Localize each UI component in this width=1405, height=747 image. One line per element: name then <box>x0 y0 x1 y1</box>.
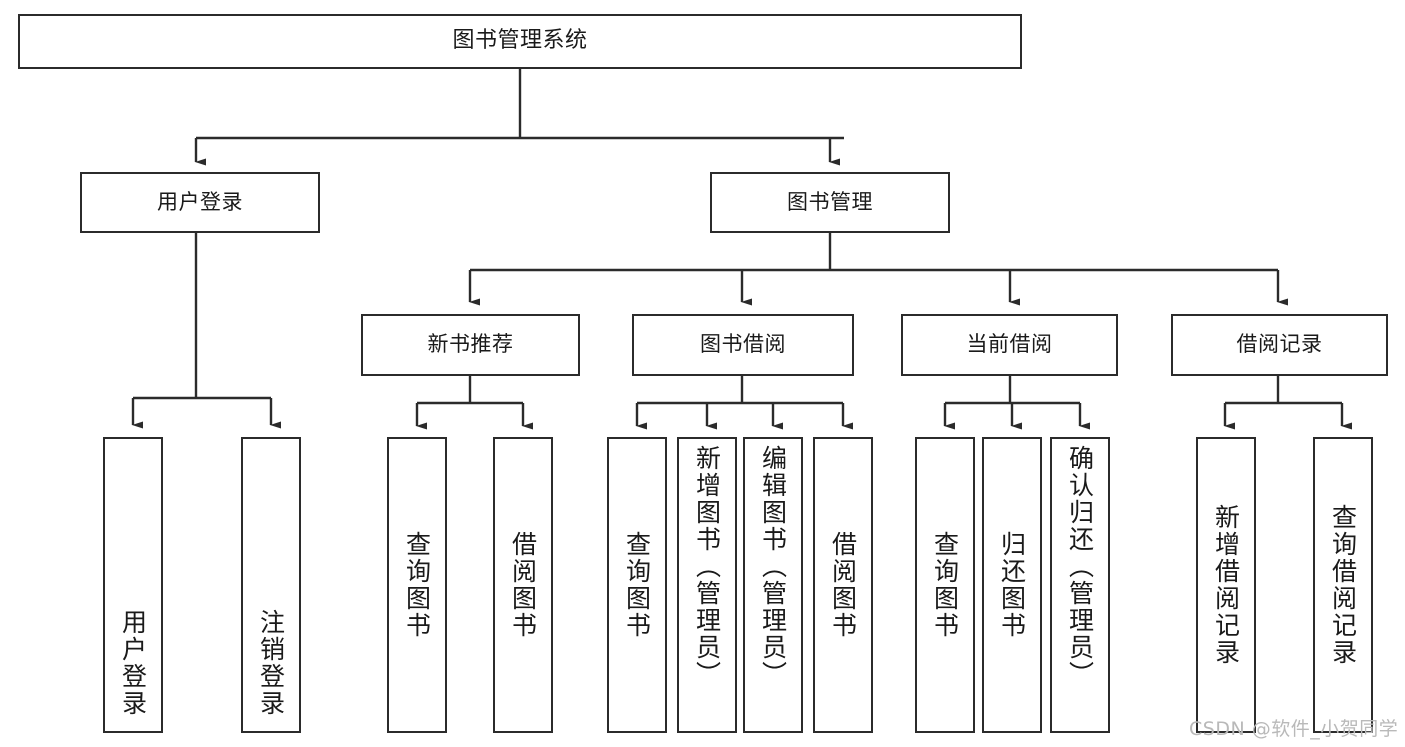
node-label: 注销登录 <box>256 609 286 717</box>
node-user-login[interactable]: 用户登录 <box>80 172 320 233</box>
leaf-logout-login[interactable]: 注销登录 <box>241 437 301 733</box>
node-label: 图书管理 <box>787 189 873 214</box>
node-label: 查询借阅记录 <box>1328 504 1358 666</box>
node-label: 归还图书 <box>997 531 1027 639</box>
leaf-user-login[interactable]: 用户登录 <box>103 437 163 733</box>
node-label: 当前借阅 <box>966 332 1053 357</box>
node-label: 新增图书（管理员） <box>692 445 722 688</box>
leaf-return-book[interactable]: 归还图书 <box>982 437 1042 733</box>
node-label: 新书推荐 <box>427 332 514 357</box>
node-label: 编辑图书（管理员） <box>758 445 788 688</box>
leaf-edit-book[interactable]: 编辑图书（管理员） <box>743 437 803 733</box>
node-label: 图书管理系统 <box>452 28 588 54</box>
node-label: 查询图书 <box>622 531 652 639</box>
node-label: 查询图书 <box>930 531 960 639</box>
node-label: 图书借阅 <box>700 332 786 357</box>
leaf-add-book[interactable]: 新增图书（管理员） <box>677 437 737 733</box>
leaf-borrow-book-1[interactable]: 借阅图书 <box>493 437 553 733</box>
node-label: 新增借阅记录 <box>1211 504 1241 666</box>
leaf-add-record[interactable]: 新增借阅记录 <box>1196 437 1256 733</box>
leaf-query-book-1[interactable]: 查询图书 <box>387 437 447 733</box>
node-label: 查询图书 <box>402 531 432 639</box>
leaf-query-book-3[interactable]: 查询图书 <box>915 437 975 733</box>
node-label: 借阅图书 <box>508 531 538 639</box>
node-current-borrow[interactable]: 当前借阅 <box>901 314 1118 376</box>
node-book-borrow[interactable]: 图书借阅 <box>632 314 854 376</box>
csdn-watermark: CSDN @软件_小贺同学 <box>1189 718 1399 740</box>
node-label: 借阅图书 <box>828 531 858 639</box>
node-book-manage[interactable]: 图书管理 <box>710 172 950 233</box>
node-label: 借阅记录 <box>1236 332 1323 357</box>
leaf-query-record[interactable]: 查询借阅记录 <box>1313 437 1373 733</box>
node-new-book-recommend[interactable]: 新书推荐 <box>361 314 580 376</box>
leaf-confirm-return[interactable]: 确认归还（管理员） <box>1050 437 1110 733</box>
leaf-borrow-book-2[interactable]: 借阅图书 <box>813 437 873 733</box>
node-borrow-record[interactable]: 借阅记录 <box>1171 314 1388 376</box>
node-label: 用户登录 <box>118 609 148 717</box>
node-label: 确认归还（管理员） <box>1065 445 1095 688</box>
leaf-query-book-2[interactable]: 查询图书 <box>607 437 667 733</box>
node-root-book-management-system[interactable]: 图书管理系统 <box>18 14 1022 69</box>
node-label: 用户登录 <box>157 189 243 214</box>
